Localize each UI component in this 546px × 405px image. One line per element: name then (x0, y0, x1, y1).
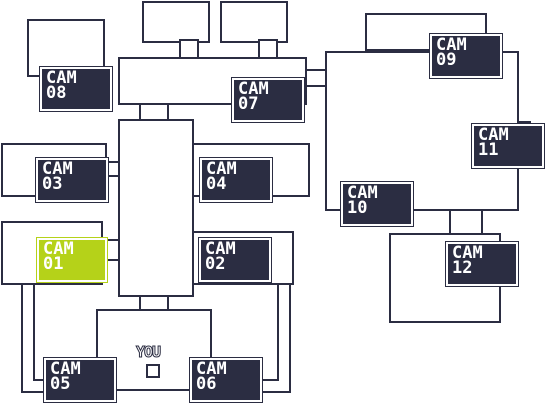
cam-12-label-line2: 12 (452, 258, 473, 278)
cam-04-label-line1: CAM (206, 159, 237, 179)
cam-08-button[interactable]: CAM 08 (40, 67, 112, 111)
cam-03-label-line2: 03 (42, 174, 63, 194)
cam-11-label-line1: CAM (478, 125, 509, 145)
cam-01-label-line2: 01 (43, 254, 64, 274)
room-top-right (220, 1, 288, 43)
cam-12-button[interactable]: CAM 12 (446, 242, 518, 286)
cam-02-label-line2: 02 (205, 254, 226, 274)
cam-10-label-line2: 10 (347, 198, 368, 218)
cam-06-label-line2: 06 (196, 374, 217, 394)
cam-08-label-line1: CAM (46, 68, 77, 88)
connector-right-lower (449, 209, 483, 237)
cam-10-button[interactable]: CAM 10 (341, 182, 413, 226)
connector-top-1 (179, 39, 199, 59)
connector-corridor-top (139, 103, 169, 121)
cam-07-label-line2: 07 (238, 94, 259, 114)
cam-09-button[interactable]: CAM 09 (430, 34, 502, 78)
office-square-icon (146, 364, 160, 378)
connector-top-2 (258, 39, 278, 59)
cam-02-button[interactable]: CAM 02 (199, 238, 271, 282)
cam-02-label-line1: CAM (205, 239, 236, 259)
cam-10-label-line1: CAM (347, 183, 378, 203)
room-top-left (142, 1, 210, 43)
cam-11-label-line2: 11 (478, 140, 499, 160)
connector-hall-right (305, 69, 327, 87)
cam-12-label-line1: CAM (452, 243, 483, 263)
room-central-corridor (118, 119, 194, 297)
cam-03-label-line1: CAM (42, 159, 73, 179)
cam-08-label-line2: 08 (46, 83, 67, 103)
cam-07-label-line1: CAM (238, 79, 269, 99)
you-label: YOU (135, 343, 161, 362)
cam-04-label-line2: 04 (206, 174, 227, 194)
cam-05-label-line1: CAM (50, 359, 81, 379)
cam-09-label-line1: CAM (436, 35, 467, 55)
cam-11-button[interactable]: CAM 11 (472, 124, 544, 168)
cam-05-label-line2: 05 (50, 374, 71, 394)
cam-05-button[interactable]: CAM 05 (44, 358, 116, 402)
cam-04-button[interactable]: CAM 04 (200, 158, 272, 202)
cam-03-button[interactable]: CAM 03 (36, 158, 108, 202)
cam-09-label-line2: 09 (436, 50, 457, 70)
cam-01-button[interactable]: CAM 01 (37, 238, 107, 282)
cam-01-label-line1: CAM (43, 239, 74, 259)
cam-07-button[interactable]: CAM 07 (232, 78, 304, 122)
room-cam08 (27, 19, 105, 77)
cam-06-button[interactable]: CAM 06 (190, 358, 262, 402)
cam-06-label-line1: CAM (196, 359, 227, 379)
